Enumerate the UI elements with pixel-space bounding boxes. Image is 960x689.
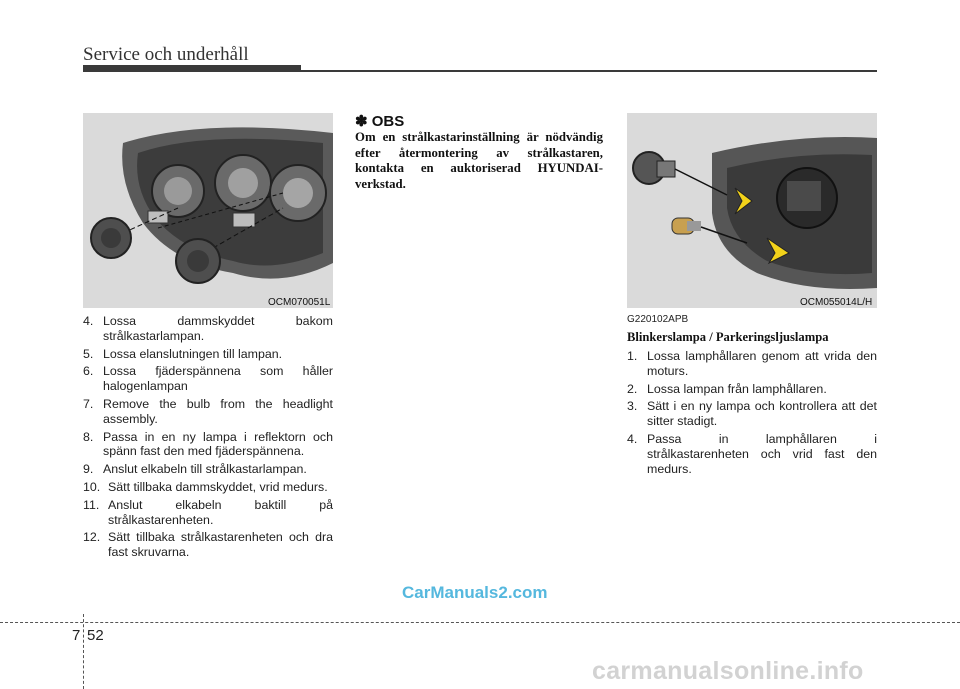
figure-code-1: OCM070051L xyxy=(268,297,331,308)
list-item: 2.Lossa lampan från lamphållaren. xyxy=(627,381,827,396)
header-bar xyxy=(83,65,301,72)
list-item: 8.Passa in en ny lampa i reflektorn och … xyxy=(83,429,333,459)
list-item: 3.Sätt i en ny lampa och kontrollera att… xyxy=(627,399,877,429)
footer-divider xyxy=(83,614,84,689)
turn-signal-steps: 1.Lossa lamphållaren genom att vrida den… xyxy=(627,349,877,479)
list-item: 4.Passa in lamphållaren i strålkastarenh… xyxy=(627,431,877,476)
list-item: 1.Lossa lamphållaren genom att vrida den… xyxy=(627,349,877,378)
header-rule xyxy=(301,70,877,72)
list-item: 9.Anslut elkabeln till strålkastarlampan… xyxy=(83,462,307,477)
headlight-steps: 4.Lossa dammskyddet bakom strålkastarlam… xyxy=(83,314,333,563)
watermark-link[interactable]: CarManuals2.com xyxy=(402,583,548,602)
figure-code-2: OCM055014L/H xyxy=(800,297,873,308)
list-item: 4.Lossa dammskyddet bakom strålkastarlam… xyxy=(83,314,333,343)
chapter-number: 7 xyxy=(72,627,81,644)
watermark-bottom: carmanualsonline.info xyxy=(592,657,864,685)
turn-signal-figure xyxy=(627,113,877,308)
obs-text: Om en strålkastarinställning är nödvändi… xyxy=(355,130,603,191)
turn-signal-illustration xyxy=(627,113,877,308)
obs-title: ✽ OBS xyxy=(355,113,405,130)
list-item: 6.Lossa fjäderspännena som håller haloge… xyxy=(83,364,333,394)
headlight-illustration xyxy=(83,113,333,308)
list-item: 12.Sätt tillbaka strålkastarenheten och … xyxy=(83,530,333,560)
page-number: 52 xyxy=(87,627,104,644)
section-code: G220102APB xyxy=(627,314,689,325)
header-title: Service och underhåll xyxy=(83,44,249,65)
footer-rule xyxy=(0,622,960,623)
list-item: 11.Anslut elkabeln baktill på strålkasta… xyxy=(83,497,333,527)
list-item: 5.Lossa elanslutningen till lampan. xyxy=(83,346,283,361)
list-item: 7.Remove the bulb from the headlight ass… xyxy=(83,396,333,426)
headlight-figure xyxy=(83,113,333,308)
section-heading: Blinkerslampa / Parkeringsljuslampa xyxy=(627,330,829,344)
list-item: 10.Sätt tillbaka dammskyddet, vrid medur… xyxy=(83,479,328,494)
